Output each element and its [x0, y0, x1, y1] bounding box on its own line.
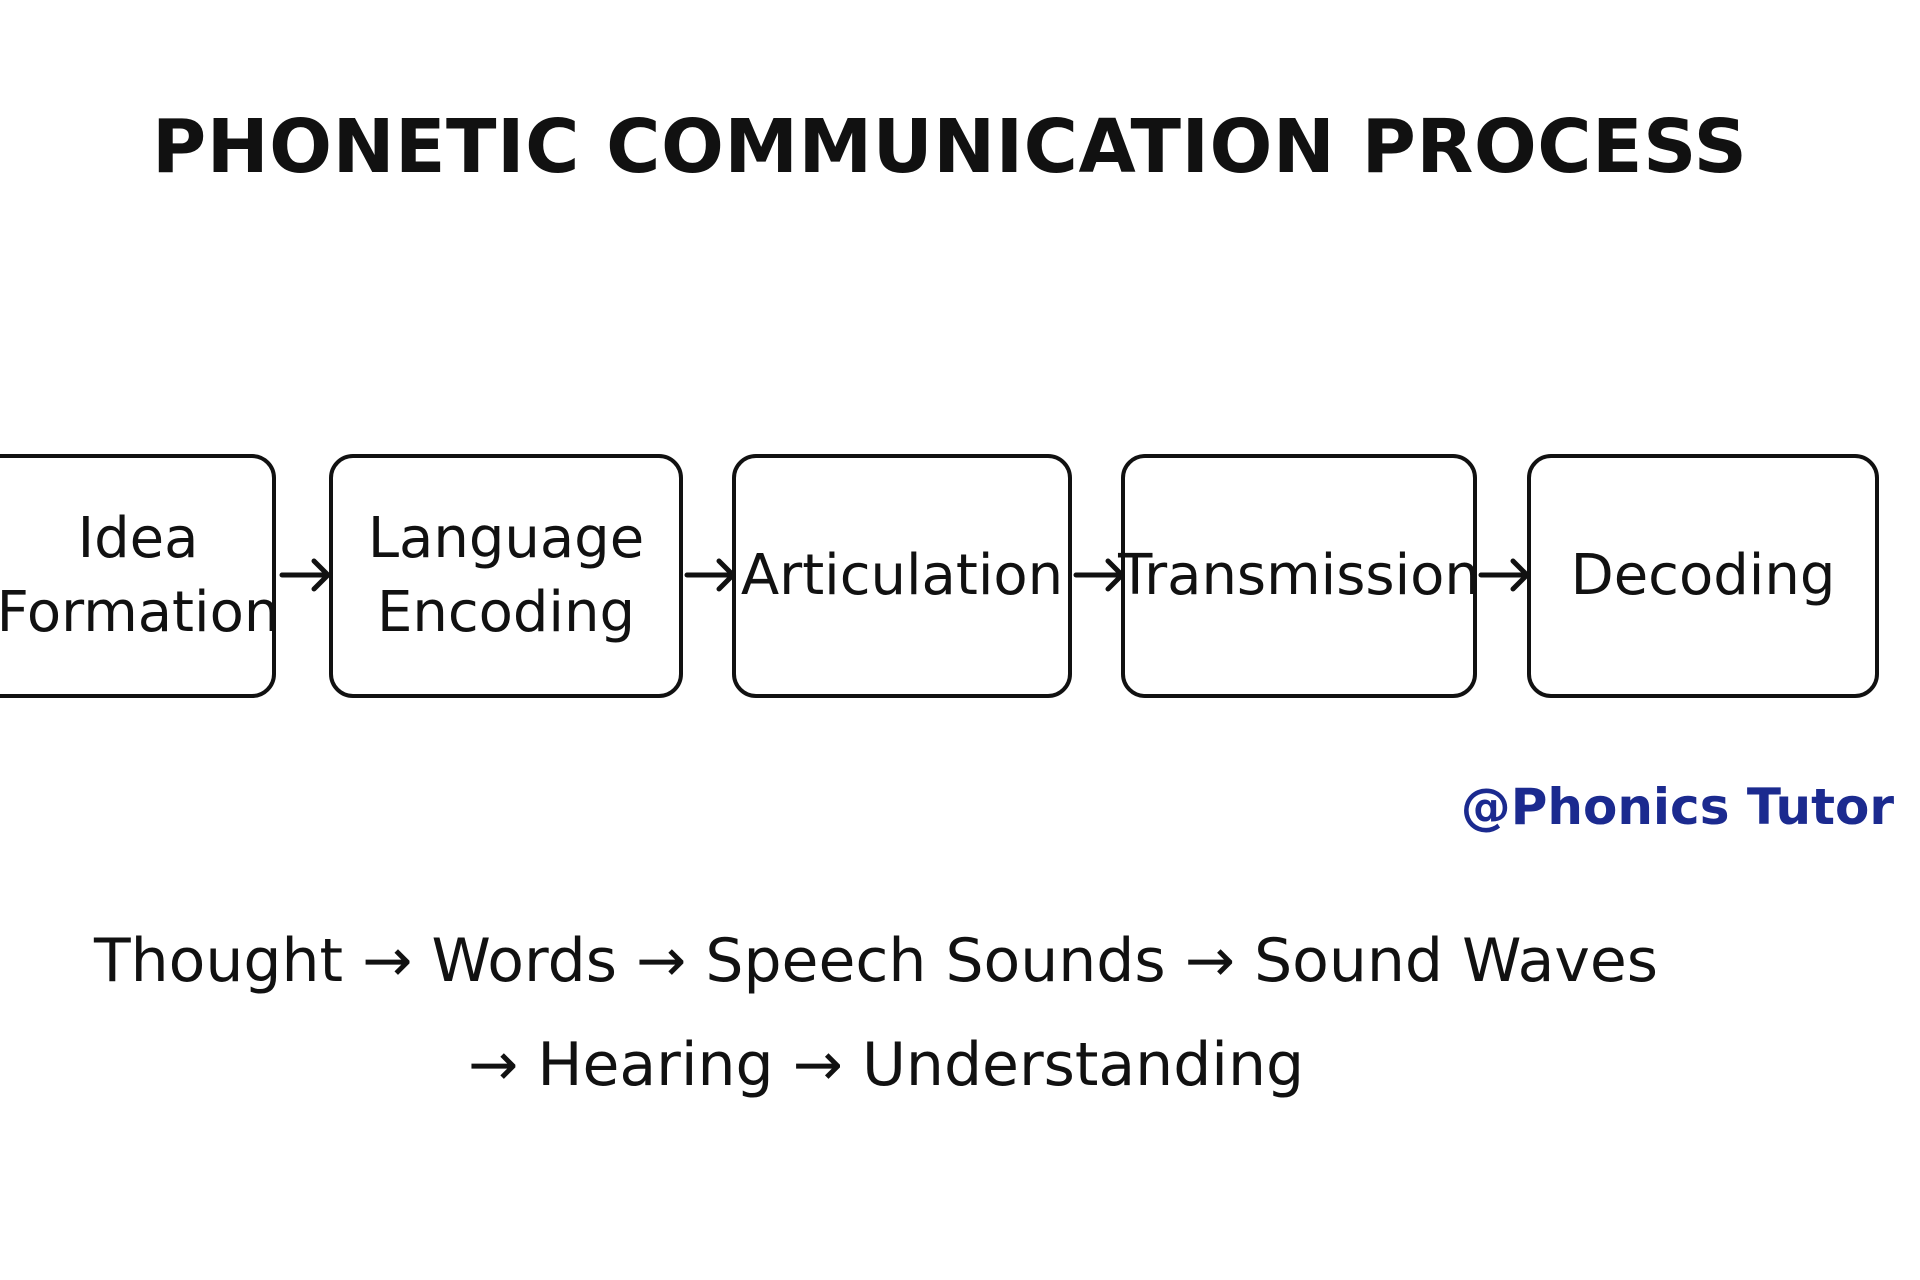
- node-decoding: Decoding: [1527, 454, 1879, 698]
- author-handle: @Phonics Tutor: [1460, 778, 1894, 836]
- node-label: Language Encoding: [368, 502, 644, 650]
- node-label-line: Formation: [0, 580, 280, 645]
- node-label-line: Decoding: [1570, 543, 1836, 608]
- summary-line: Thought → Words → Speech Sounds → Sound …: [94, 926, 1659, 996]
- node-articulation: Articulation: [732, 454, 1072, 698]
- node-label: Articulation: [741, 539, 1063, 613]
- node-label-line: Transmission: [1118, 543, 1480, 608]
- node-label: Decoding: [1571, 539, 1836, 613]
- node-label-line: Articulation: [740, 543, 1064, 608]
- node-label-line: Encoding: [376, 580, 636, 645]
- node-language-encoding: Language Encoding: [329, 454, 683, 698]
- summary-line: → Hearing → Understanding: [468, 1030, 1305, 1100]
- node-label-line: Language: [367, 506, 645, 571]
- node-label: Transmission: [1118, 539, 1480, 613]
- node-idea-formation: Idea Formation: [0, 454, 279, 698]
- arrow-icon: [279, 558, 331, 592]
- node-label-line: Idea: [77, 506, 199, 571]
- node-transmission: Transmission: [1118, 454, 1480, 698]
- node-label: Idea Formation: [0, 502, 279, 650]
- page-title: PHONETIC COMMUNICATION PROCESS: [152, 104, 1748, 190]
